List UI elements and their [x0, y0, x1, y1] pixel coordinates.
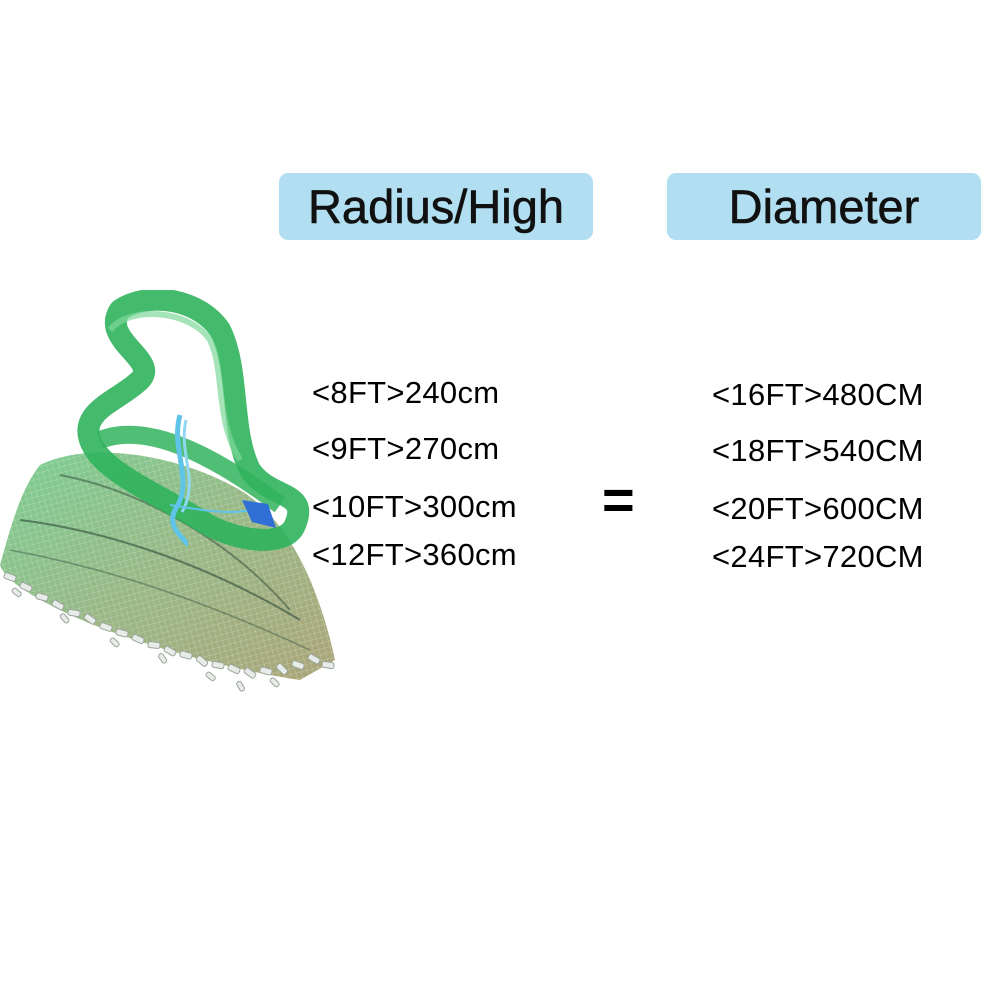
radius-high-header: Radius/High	[279, 173, 593, 240]
diameter-size-item: <20FT>600CM	[712, 491, 924, 526]
radius-high-header-label: Radius/High	[307, 180, 565, 234]
diameter-header-label: Diameter	[728, 180, 920, 234]
diameter-size-item: <24FT>720CM	[712, 539, 924, 574]
cast-net-icon	[0, 290, 335, 692]
radius-size-item: <12FT>360cm	[312, 537, 517, 572]
diameter-header: Diameter	[667, 173, 981, 240]
radius-size-item: <8FT>240cm	[312, 375, 500, 410]
radius-size-item: <9FT>270cm	[312, 431, 500, 466]
diameter-size-item: <16FT>480CM	[712, 377, 924, 412]
radius-size-item: <10FT>300cm	[312, 489, 517, 524]
radius-size-list: <8FT>240cm <9FT>270cm <10FT>300cm <12FT>…	[312, 370, 517, 588]
diameter-size-item: <18FT>540CM	[712, 433, 924, 468]
equals-sign: =	[602, 468, 635, 531]
diameter-size-list: <16FT>480CM <18FT>540CM <20FT>600CM <24F…	[712, 372, 924, 590]
